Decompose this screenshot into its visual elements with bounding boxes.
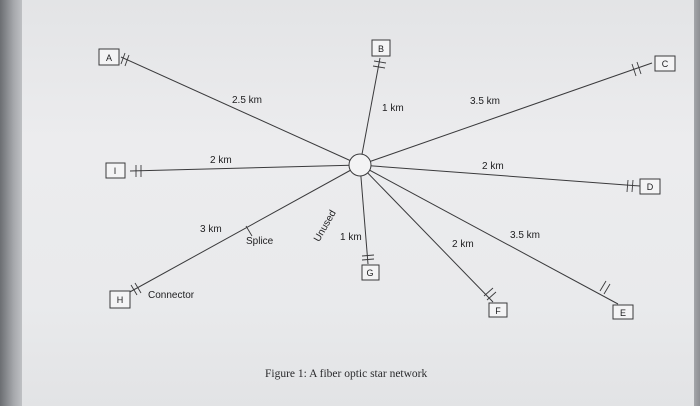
distance-label-D: 2 km — [482, 161, 504, 172]
node-box-I — [105, 162, 126, 179]
distance-label-E: 3.5 km — [510, 230, 540, 241]
node-label-H: H — [117, 295, 124, 305]
unused-label: Unused — [312, 208, 339, 243]
spoke-G — [359, 164, 369, 265]
distance-label-I: 2 km — [210, 155, 232, 166]
node-label-I: I — [114, 166, 117, 176]
distance-label-H: 3 km — [200, 224, 222, 235]
spoke-H — [127, 164, 361, 294]
node-label-B: B — [378, 44, 384, 54]
node-label-F: F — [495, 306, 501, 316]
node-box-E — [612, 304, 634, 320]
node-box-C — [654, 55, 676, 72]
node-label-C: C — [662, 59, 669, 69]
figure-caption: Figure 1: A fiber optic star network — [265, 368, 427, 380]
node-box-A — [98, 48, 120, 66]
node-label-E: E — [620, 308, 626, 318]
spoke-A — [120, 56, 361, 166]
node-box-D — [639, 178, 661, 195]
spoke-B — [359, 57, 381, 166]
distance-label-A: 2.5 km — [232, 95, 262, 106]
splice-label: Splice — [246, 236, 274, 247]
spoke-C — [359, 62, 653, 166]
node-label-D: D — [647, 182, 654, 192]
node-label-G: G — [366, 268, 373, 278]
spoke-I — [129, 164, 361, 172]
node-label-A: A — [106, 53, 112, 63]
distance-label-F: 2 km — [452, 239, 474, 250]
connector-ticks — [120, 52, 642, 301]
spoke-F — [359, 164, 494, 303]
distance-label-B: 1 km — [382, 103, 404, 114]
central-hub — [348, 153, 372, 177]
distance-label-C: 3.5 km — [470, 96, 500, 107]
spoke-E — [359, 164, 619, 305]
spoke-D — [359, 164, 641, 187]
connector-label: Connector — [148, 290, 195, 301]
node-box-F — [488, 302, 508, 318]
distance-label-G: 1 km — [340, 232, 362, 243]
node-box-B — [371, 39, 391, 57]
paper-sheet — [22, 0, 694, 406]
node-box-G — [361, 264, 380, 281]
node-box-H — [109, 290, 131, 309]
